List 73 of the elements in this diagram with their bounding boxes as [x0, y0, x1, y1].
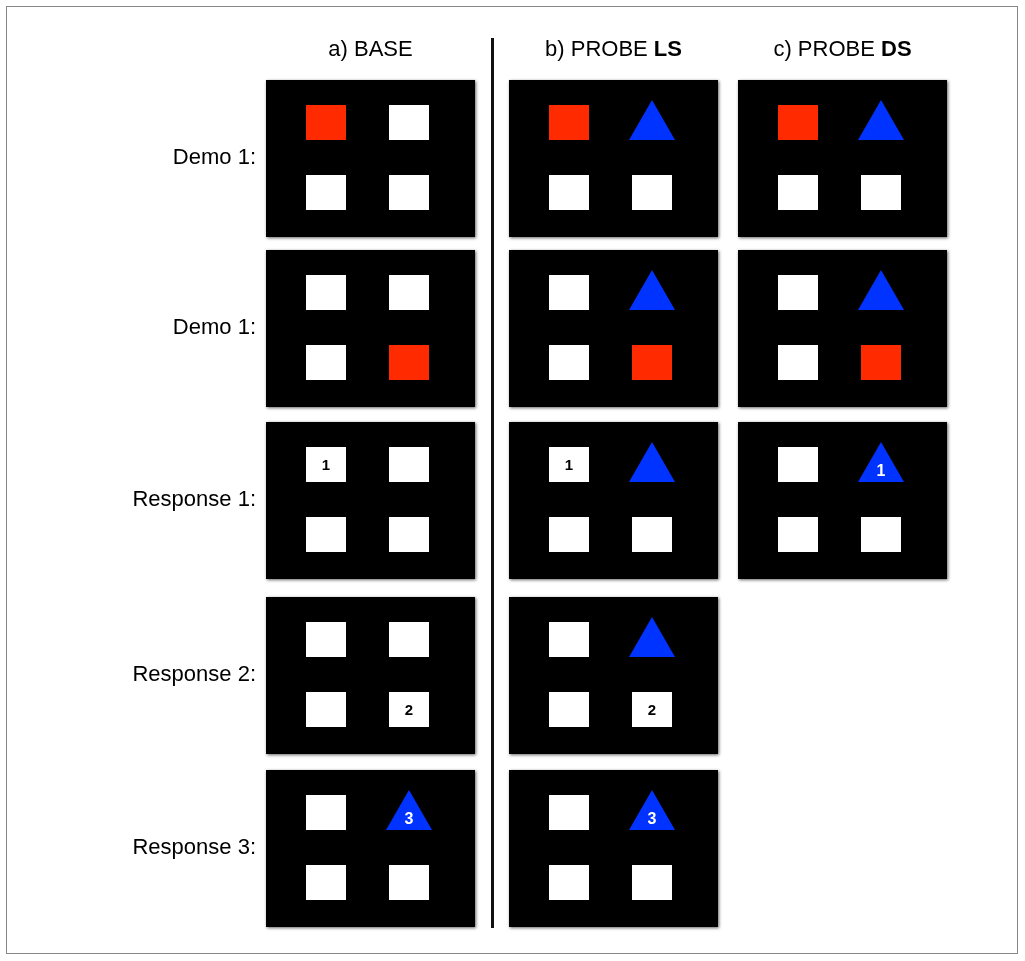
display-panel [509, 250, 718, 407]
square-tile [632, 175, 672, 210]
display-panel [266, 770, 475, 927]
square-tile [778, 517, 818, 552]
numbered-square: 2 [632, 692, 672, 727]
square-tile [306, 175, 346, 210]
square-tile [778, 275, 818, 310]
row-label: Response 3: [131, 834, 256, 860]
numbered-square: 2 [389, 692, 429, 727]
numbered-triangle: 1 [858, 442, 904, 482]
square-tile [549, 622, 589, 657]
column-heading: a) BASE [327, 36, 414, 62]
square-tile [306, 517, 346, 552]
column-heading: c) PROBE DS [772, 36, 913, 62]
square-tile [861, 175, 901, 210]
square-tile [389, 105, 429, 140]
triangle-shape [858, 100, 904, 140]
numbered-triangle: 3 [386, 790, 432, 830]
display-panel [738, 422, 947, 579]
row-label: Response 2: [131, 661, 256, 687]
square-tile [549, 275, 589, 310]
display-panel [509, 597, 718, 754]
triangle-shape [858, 270, 904, 310]
highlighted-square [632, 345, 672, 380]
square-tile [306, 345, 346, 380]
square-tile [306, 865, 346, 900]
square-tile [389, 175, 429, 210]
square-tile [778, 345, 818, 380]
square-tile [306, 275, 346, 310]
highlighted-square [306, 105, 346, 140]
numbered-square: 1 [549, 447, 589, 482]
row-label: Demo 1: [171, 314, 256, 340]
square-tile [389, 447, 429, 482]
square-tile [549, 795, 589, 830]
display-panel [509, 80, 718, 237]
square-tile [306, 692, 346, 727]
highlighted-square [861, 345, 901, 380]
square-tile [549, 517, 589, 552]
display-panel [738, 80, 947, 237]
square-tile [389, 517, 429, 552]
triangle-shape [629, 270, 675, 310]
row-label: Response 1: [131, 486, 256, 512]
square-tile [549, 175, 589, 210]
highlighted-square [549, 105, 589, 140]
square-tile [306, 795, 346, 830]
square-tile [632, 517, 672, 552]
numbered-square: 1 [306, 447, 346, 482]
triangle-shape [629, 100, 675, 140]
square-tile [778, 175, 818, 210]
numbered-triangle: 3 [629, 790, 675, 830]
square-tile [389, 275, 429, 310]
triangle-shape [629, 617, 675, 657]
square-tile [861, 517, 901, 552]
highlighted-square [778, 105, 818, 140]
display-panel [509, 770, 718, 927]
square-tile [549, 692, 589, 727]
column-heading: b) PROBE LS [544, 36, 683, 62]
square-tile [549, 345, 589, 380]
highlighted-square [389, 345, 429, 380]
display-panel [266, 80, 475, 237]
display-panel [509, 422, 718, 579]
square-tile [549, 865, 589, 900]
display-panel [738, 250, 947, 407]
square-tile [389, 622, 429, 657]
triangle-shape [629, 442, 675, 482]
row-label: Demo 1: [171, 144, 256, 170]
display-panel [266, 422, 475, 579]
square-tile [632, 865, 672, 900]
square-tile [778, 447, 818, 482]
square-tile [389, 865, 429, 900]
display-panel [266, 250, 475, 407]
display-panel [266, 597, 475, 754]
square-tile [306, 622, 346, 657]
